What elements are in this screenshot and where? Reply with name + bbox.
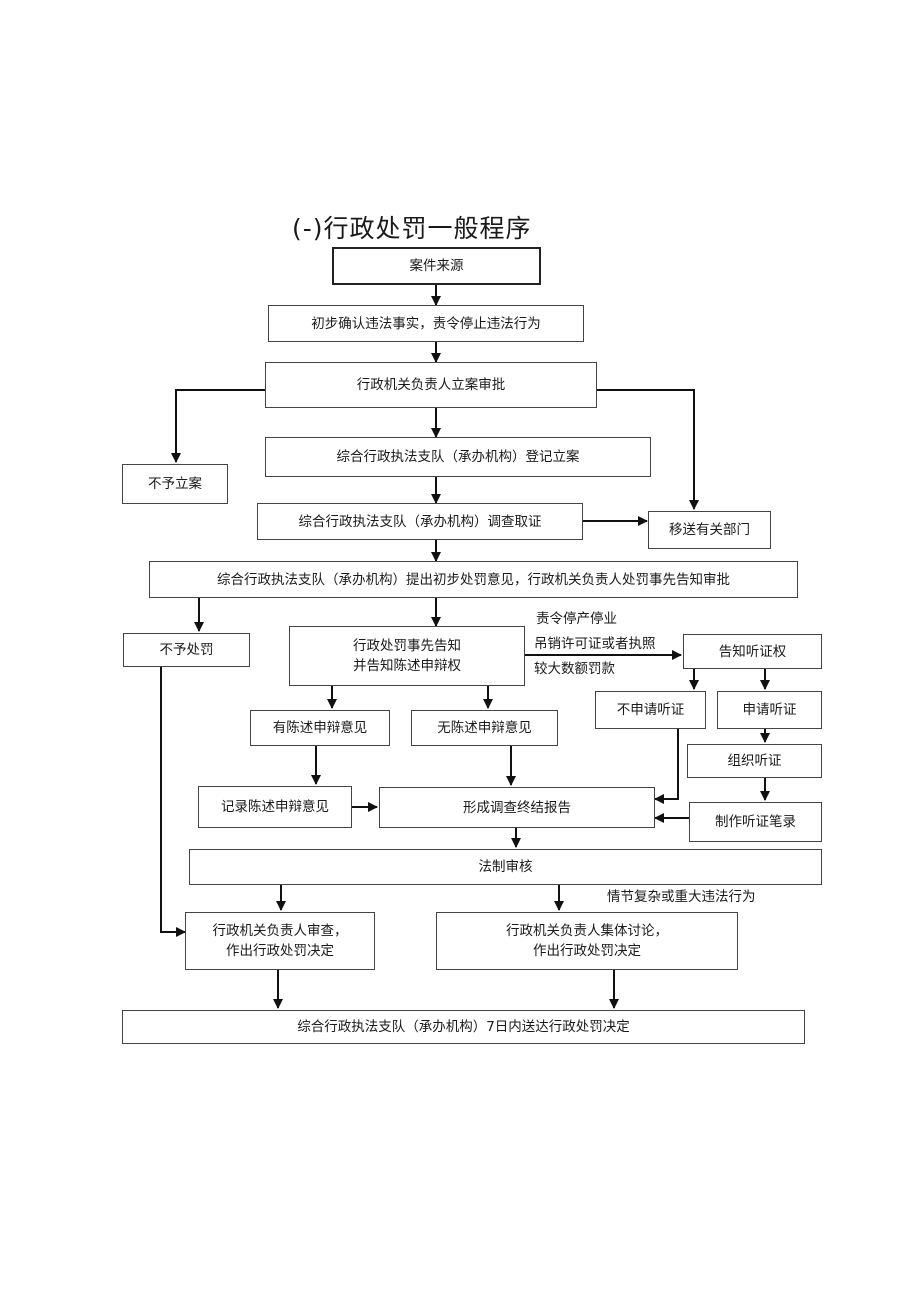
node-legal-review: 法制审核: [189, 849, 822, 885]
node-record-defense: 记录陈述申辩意见: [198, 786, 352, 828]
node-no-case-text: 不予立案: [148, 476, 202, 492]
node-no-case: 不予立案: [122, 464, 228, 504]
node-prior-notice-line1: 行政处罚事先告知: [353, 638, 461, 654]
arrow-approve-transfer: [597, 389, 699, 510]
node-record-defense-text: 记录陈述申辩意见: [221, 799, 329, 815]
node-deliver-decision: 综合行政执法支队（承办机构）7日内送达行政处罚决定: [122, 1010, 805, 1044]
node-has-defense-text: 有陈述申辩意见: [272, 720, 368, 736]
node-register-case: 综合行政执法支队（承办机构）登记立案: [265, 437, 651, 477]
arrow-nohearing-report: [654, 729, 679, 804]
node-propose-penalty: 综合行政执法支队（承办机构）提出初步处罚意见，行政机关负责人处罚事先告知审批: [149, 561, 798, 598]
node-has-defense: 有陈述申辩意见: [250, 710, 390, 746]
node-prior-notice: 行政处罚事先告知 并告知陈述申辩权: [289, 626, 525, 686]
node-collective-decision-line1: 行政机关负责人集体讨论，: [506, 923, 668, 939]
node-investigate: 综合行政执法支队（承办机构）调查取证: [257, 503, 583, 540]
arrow-approve-nocase: [171, 389, 265, 463]
node-propose-penalty-text: 综合行政执法支队（承办机构）提出初步处罚意见，行政机关负责人处罚事先告知审批: [217, 571, 730, 588]
node-transfer: 移送有关部门: [648, 511, 771, 549]
node-transfer-text: 移送有关部门: [669, 522, 750, 538]
node-no-defense-text: 无陈述申辩意见: [437, 720, 532, 736]
node-prior-notice-line2: 并告知陈述申辩权: [353, 658, 461, 674]
node-final-report: 形成调查终结报告: [379, 787, 655, 828]
node-collective-decision: 行政机关负责人集体讨论， 作出行政处罚决定: [436, 912, 738, 970]
node-no-hearing-request: 不申请听证: [595, 691, 706, 729]
node-no-hearing-request-text: 不申请听证: [616, 702, 685, 718]
node-confirm-violation: 初步确认违法事实，责令停止违法行为: [268, 305, 584, 342]
node-investigate-text: 综合行政执法支队（承办机构）调查取证: [298, 513, 542, 530]
diagram-title: (-)行政处罚一般程序: [292, 214, 532, 243]
node-no-defense: 无陈述申辩意见: [411, 710, 558, 746]
node-legal-review-text: 法制审核: [478, 859, 533, 875]
node-hearing-record: 制作听证笔录: [689, 802, 822, 842]
label-complex-case: 情节复杂或重大违法行为: [607, 889, 756, 905]
node-case-source-text: 案件来源: [409, 258, 464, 274]
node-no-penalty: 不予处罚: [123, 633, 250, 667]
node-hearing-notice-text: 告知听证权: [718, 643, 787, 660]
label-hearing-condition-2: 吊销许可证或者执照: [534, 636, 656, 652]
label-hearing-condition-1: 责令停产停业: [536, 611, 617, 627]
node-hearing-record-text: 制作听证笔录: [715, 814, 796, 830]
node-collective-decision-line2: 作出行政处罚决定: [533, 943, 641, 959]
node-deliver-decision-text: 综合行政执法支队（承办机构）7日内送达行政处罚决定: [297, 1019, 630, 1035]
node-hearing-notice: 告知听证权: [683, 634, 822, 669]
node-case-approval-text: 行政机关负责人立案审批: [356, 377, 506, 393]
node-final-report-text: 形成调查终结报告: [463, 799, 571, 816]
node-case-approval: 行政机关负责人立案审批: [265, 362, 597, 408]
node-organize-hearing-text: 组织听证: [727, 753, 782, 769]
label-hearing-condition-3: 较大数额罚款: [534, 661, 615, 677]
node-individual-decision-line1: 行政机关负责人审查，: [212, 923, 348, 939]
node-organize-hearing: 组织听证: [687, 744, 822, 778]
node-case-source: 案件来源: [332, 247, 541, 285]
arrow-nopenalty-individual: [160, 667, 186, 937]
node-no-penalty-text: 不予处罚: [159, 642, 214, 658]
node-individual-decision-line2: 作出行政处罚决定: [226, 943, 334, 959]
node-request-hearing-text: 申请听证: [742, 702, 797, 718]
node-request-hearing: 申请听证: [717, 691, 822, 729]
node-register-case-text: 综合行政执法支队（承办机构）登记立案: [336, 449, 580, 465]
node-confirm-violation-text: 初步确认违法事实，责令停止违法行为: [311, 315, 541, 332]
node-individual-decision: 行政机关负责人审查， 作出行政处罚决定: [185, 912, 375, 970]
